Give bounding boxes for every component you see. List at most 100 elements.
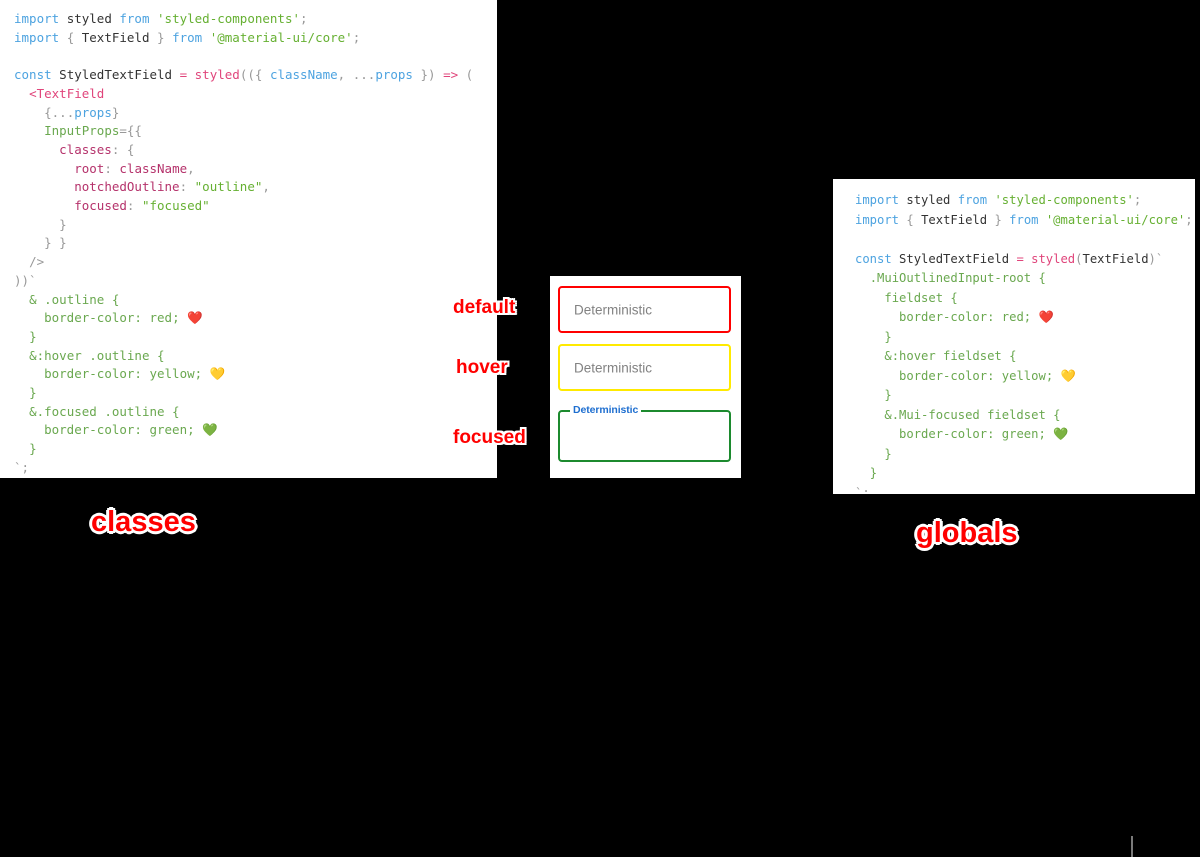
code-token: border-color xyxy=(899,368,988,383)
code-token xyxy=(855,349,884,363)
code-token: '@material-ui/core' xyxy=(1045,212,1186,227)
code-token: ; xyxy=(1133,193,1142,207)
code-panel-classes: import styled from 'styled-components';i… xyxy=(0,0,497,478)
code-line: border-color: yellow; 💛 xyxy=(855,367,1187,387)
code-token xyxy=(855,427,899,441)
code-token: StyledTextField xyxy=(59,67,173,83)
code-line: } xyxy=(14,440,489,459)
code-line: `; xyxy=(14,459,489,478)
code-token: { xyxy=(126,141,135,157)
code-token: } xyxy=(884,388,892,402)
code-token xyxy=(855,408,884,422)
code-token: &:hover fieldset { xyxy=(884,349,1017,363)
code-token: } xyxy=(994,212,1002,227)
code-token xyxy=(855,291,884,305)
code-line: } xyxy=(855,445,1187,465)
code-line: notchedOutline: "outline", xyxy=(14,178,489,197)
textfield-default[interactable]: Deterministic xyxy=(558,286,731,333)
code-token: "outline" xyxy=(194,179,263,195)
code-token: ( xyxy=(1075,251,1083,266)
code-token xyxy=(855,447,884,461)
code-token xyxy=(14,366,44,381)
code-token: } xyxy=(111,104,120,120)
code-token: TextField xyxy=(81,29,150,45)
code-line: } xyxy=(14,328,489,347)
code-token: /> xyxy=(29,254,45,270)
code-token: focused xyxy=(74,198,127,214)
code-line: `; xyxy=(855,484,1187,495)
heart-icon: ❤️ xyxy=(187,310,203,326)
code-token: => xyxy=(443,67,459,83)
code-line: classes: { xyxy=(14,141,489,160)
code-token: TextField xyxy=(1082,251,1149,266)
code-token: , xyxy=(187,160,195,176)
code-token xyxy=(14,404,29,419)
code-line: border-color: green; 💚 xyxy=(855,425,1187,445)
code-line: border-color: red; ❤️ xyxy=(14,309,489,328)
code-token: { xyxy=(66,29,75,45)
code-token: , xyxy=(337,67,346,83)
textfield-focused[interactable] xyxy=(558,410,1133,857)
code-token xyxy=(14,235,44,250)
code-token xyxy=(855,369,899,383)
heart-icon: ❤️ xyxy=(1038,310,1054,324)
code-token: ={{ xyxy=(119,123,142,139)
code-token xyxy=(172,67,180,82)
code-token xyxy=(14,254,29,269)
annotation-default: default xyxy=(453,297,516,318)
code-token: } xyxy=(29,328,37,344)
code-token: = xyxy=(179,67,188,83)
text-caret xyxy=(1131,836,1133,857)
code-token: { xyxy=(44,104,52,120)
code-token: green xyxy=(1001,427,1039,441)
code-token xyxy=(74,30,82,45)
code-token xyxy=(436,67,444,82)
code-token: red xyxy=(1001,310,1024,324)
code-token: import xyxy=(14,11,60,26)
code-token: : xyxy=(987,427,1002,441)
code-line xyxy=(14,47,489,66)
code-token xyxy=(14,86,29,101)
code-token: 'styled-components' xyxy=(157,11,301,26)
code-token xyxy=(59,30,67,45)
code-token xyxy=(892,252,899,266)
code-token: fieldset { xyxy=(884,290,958,305)
heart-icon: 💚 xyxy=(1053,427,1069,441)
code-token: from xyxy=(1009,212,1039,227)
code-token: ; xyxy=(300,11,308,26)
code-token xyxy=(14,161,74,176)
code-line: const StyledTextField = styled(TextField… xyxy=(855,250,1187,270)
code-line: border-color: yellow; 💛 xyxy=(14,365,489,384)
code-token: props xyxy=(375,67,413,83)
code-token: : xyxy=(179,179,188,195)
code-token: InputProps xyxy=(44,123,120,139)
code-token: border-color xyxy=(44,422,135,438)
textfield-default-value: Deterministic xyxy=(574,302,653,317)
code-line: } xyxy=(855,386,1187,406)
annotation-focused: focused xyxy=(453,427,526,448)
code-token xyxy=(855,271,870,285)
code-token xyxy=(14,142,59,157)
textfield-hover[interactable]: Deterministic xyxy=(558,344,731,391)
code-line: &:hover .outline { xyxy=(14,347,489,366)
code-token: : xyxy=(987,310,1002,324)
code-line: import styled from 'styled-components'; xyxy=(14,10,489,29)
code-token xyxy=(345,67,353,82)
code-token xyxy=(14,217,59,232)
code-token: ))` xyxy=(14,272,37,288)
code-token: )` xyxy=(1148,251,1164,266)
code-token: from xyxy=(957,193,988,207)
code-line: {...props} xyxy=(14,104,489,123)
code-token: import xyxy=(855,193,900,207)
code-token: const xyxy=(855,251,892,266)
code-token xyxy=(59,11,67,26)
code-line xyxy=(855,230,1187,250)
heart-icon: 💛 xyxy=(1060,368,1076,383)
code-token: } } xyxy=(44,235,67,251)
code-token: StyledTextField xyxy=(899,251,1010,266)
code-token xyxy=(165,30,173,45)
code-token: import xyxy=(855,212,900,227)
code-token xyxy=(14,348,29,363)
code-token: } xyxy=(869,466,878,480)
code-line: &.focused .outline { xyxy=(14,403,489,422)
